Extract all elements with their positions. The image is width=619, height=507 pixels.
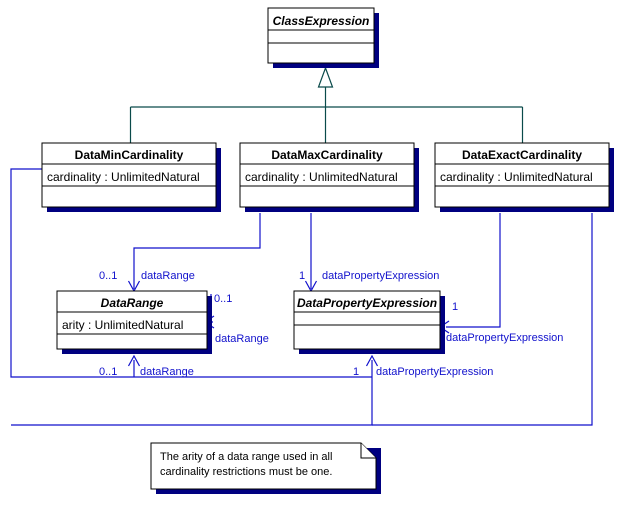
note-line-1: The arity of a data range used in all xyxy=(160,451,332,463)
class-box-body xyxy=(434,142,610,208)
label-exact-range-role: dataRange xyxy=(215,333,269,345)
note-fold-corner-icon xyxy=(360,443,376,459)
label-exact-range-multiplicity: 0..1 xyxy=(214,293,232,305)
note-body xyxy=(150,442,377,490)
class-box-data-max-cardinality[interactable]: DataMaxCardinality cardinality : Unlimit… xyxy=(239,142,419,212)
class-box-data-range[interactable]: DataRange arity : UnlimitedNatural xyxy=(56,290,212,354)
class-name-data-max-cardinality: DataMaxCardinality xyxy=(271,148,383,162)
label-max-dpe-role: dataPropertyExpression xyxy=(322,270,439,282)
label-min-range-role: dataRange xyxy=(140,366,194,378)
label-min-dpe-role: dataPropertyExpression xyxy=(376,366,493,378)
label-max-dpe-multiplicity: 1 xyxy=(299,270,305,282)
class-name-data-range: DataRange xyxy=(101,296,164,310)
association-max-to-range-line xyxy=(133,213,261,289)
class-box-body xyxy=(267,7,375,64)
class-name-data-property-expression: DataPropertyExpression xyxy=(297,296,437,310)
class-name-data-exact-cardinality: DataExactCardinality xyxy=(462,148,582,162)
class-attribute-cardinality: cardinality : UnlimitedNatural xyxy=(245,170,398,184)
class-box-data-min-cardinality[interactable]: DataMinCardinality cardinality : Unlimit… xyxy=(41,142,221,212)
arrowhead-up-dpe-bottom xyxy=(365,354,379,367)
class-box-class-expression[interactable]: ClassExpression xyxy=(267,7,379,68)
class-attribute-arity: arity : UnlimitedNatural xyxy=(62,318,183,332)
label-min-range-multiplicity: 0..1 xyxy=(99,366,117,378)
association-min-to-range-line xyxy=(10,168,134,378)
class-name-data-min-cardinality: DataMinCardinality xyxy=(75,148,184,162)
note-arity-constraint[interactable]: The arity of a data range used in all ca… xyxy=(150,442,381,494)
generalization-triangle-icon xyxy=(317,66,334,88)
note-line-2: cardinality restrictions must be one. xyxy=(160,466,332,478)
association-exact-bottom-route-line xyxy=(372,213,593,426)
generalization-group xyxy=(129,66,524,143)
label-min-dpe-multiplicity: 1 xyxy=(353,366,359,378)
class-box-data-property-expression[interactable]: DataPropertyExpression xyxy=(293,290,445,354)
class-attribute-cardinality: cardinality : UnlimitedNatural xyxy=(47,170,200,184)
class-name-class-expression: ClassExpression xyxy=(273,14,370,28)
class-box-data-exact-cardinality[interactable]: DataExactCardinality cardinality : Unlim… xyxy=(434,142,614,212)
class-box-body xyxy=(293,290,441,350)
label-max-range-role: dataRange xyxy=(141,270,195,282)
label-exact-dpe-multiplicity: 1 xyxy=(452,301,458,313)
association-min-to-range xyxy=(10,168,372,378)
class-box-body xyxy=(41,142,217,208)
class-box-body xyxy=(239,142,415,208)
association-exact-bottom-route xyxy=(372,213,593,426)
association-exact-to-dpe-line xyxy=(446,213,501,328)
label-max-range-multiplicity: 0..1 xyxy=(99,270,117,282)
class-attribute-cardinality: cardinality : UnlimitedNatural xyxy=(440,170,593,184)
label-exact-dpe-role: dataPropertyExpression xyxy=(446,332,563,344)
arrowhead-up-range-bottom xyxy=(127,354,141,367)
class-box-body xyxy=(56,290,208,350)
